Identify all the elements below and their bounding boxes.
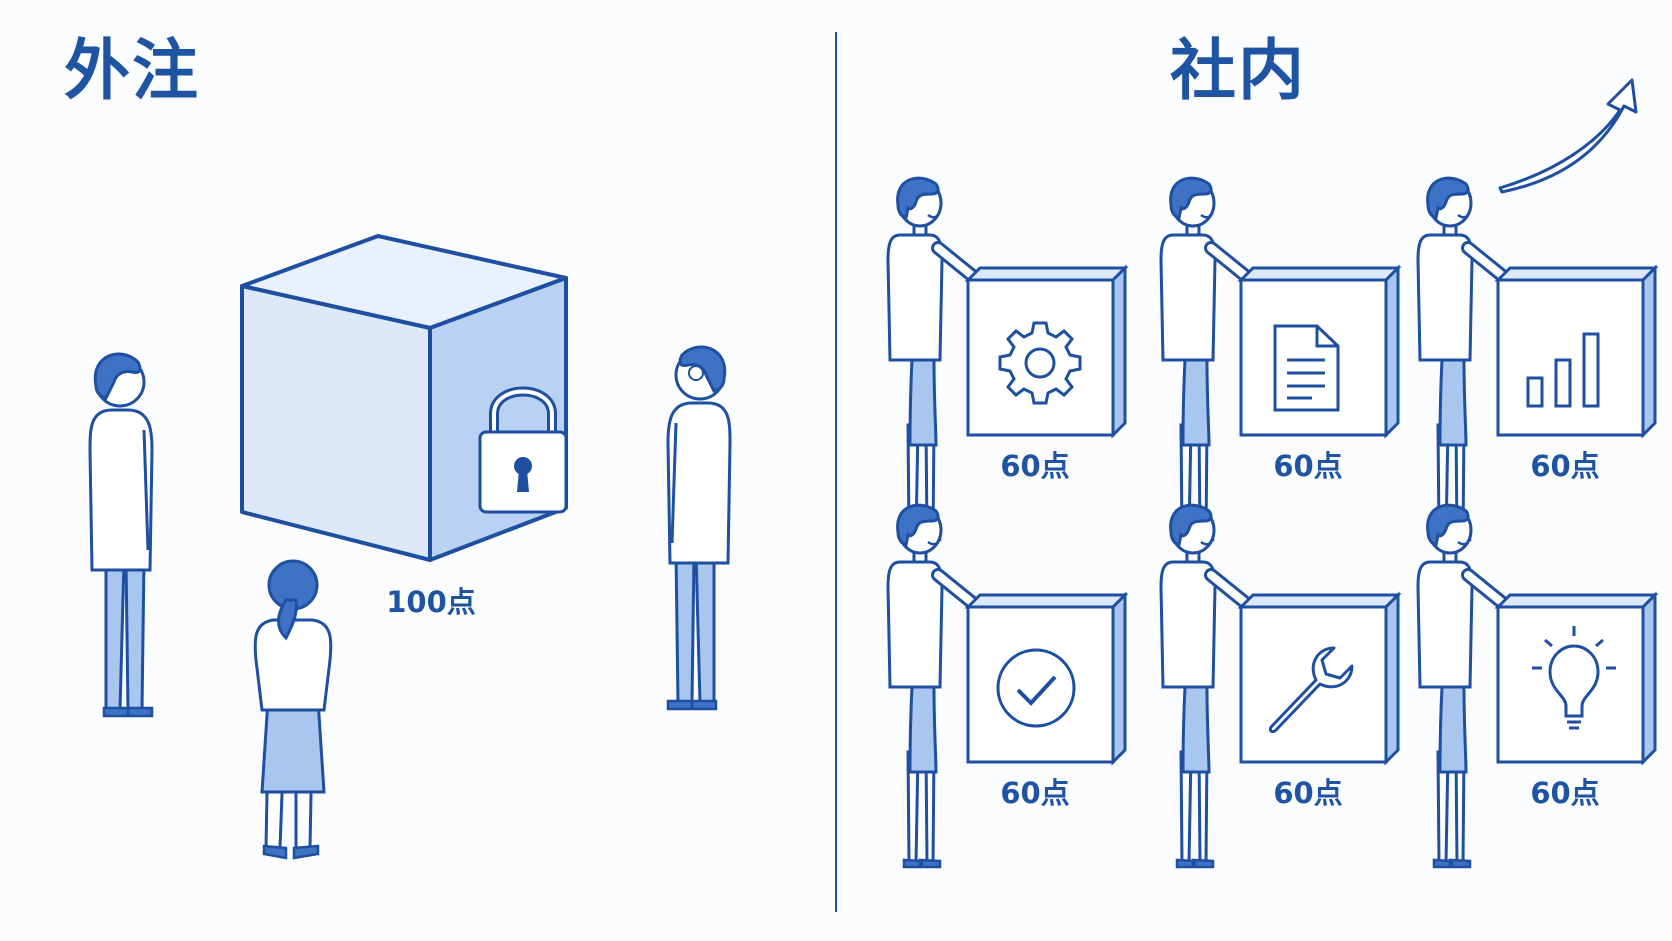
person-left bbox=[88, 352, 154, 718]
outsourced-title: 外注 bbox=[64, 32, 200, 109]
module-score-idea: 60点 bbox=[1530, 776, 1600, 810]
module-document bbox=[1161, 178, 1400, 540]
module-score-check: 60点 bbox=[1000, 776, 1070, 810]
inhouse-title: 社内 bbox=[1170, 32, 1306, 109]
module-idea bbox=[1418, 505, 1657, 867]
person-right bbox=[666, 345, 732, 711]
padlock-icon bbox=[478, 386, 568, 514]
module-check bbox=[888, 505, 1127, 867]
module-score-chart: 60点 bbox=[1530, 449, 1600, 483]
checkmark-icon bbox=[996, 648, 1076, 728]
outsourced-score: 100点 bbox=[386, 585, 476, 619]
wrench-icon bbox=[1268, 646, 1354, 734]
monolith-cube bbox=[240, 234, 568, 562]
module-wrench bbox=[1161, 505, 1400, 867]
module-score-wrench: 60点 bbox=[1273, 776, 1343, 810]
growth-arrow-icon bbox=[1498, 78, 1638, 194]
bar-chart-icon bbox=[1526, 332, 1600, 408]
person-front bbox=[253, 559, 333, 860]
lightbulb-icon bbox=[1532, 626, 1616, 730]
document-icon bbox=[1273, 324, 1340, 412]
module-score-document: 60点 bbox=[1273, 449, 1343, 483]
module-score-gear: 60点 bbox=[1000, 449, 1070, 483]
module-chart bbox=[1418, 178, 1657, 540]
module-gear bbox=[888, 178, 1127, 540]
gear-icon bbox=[998, 321, 1082, 405]
